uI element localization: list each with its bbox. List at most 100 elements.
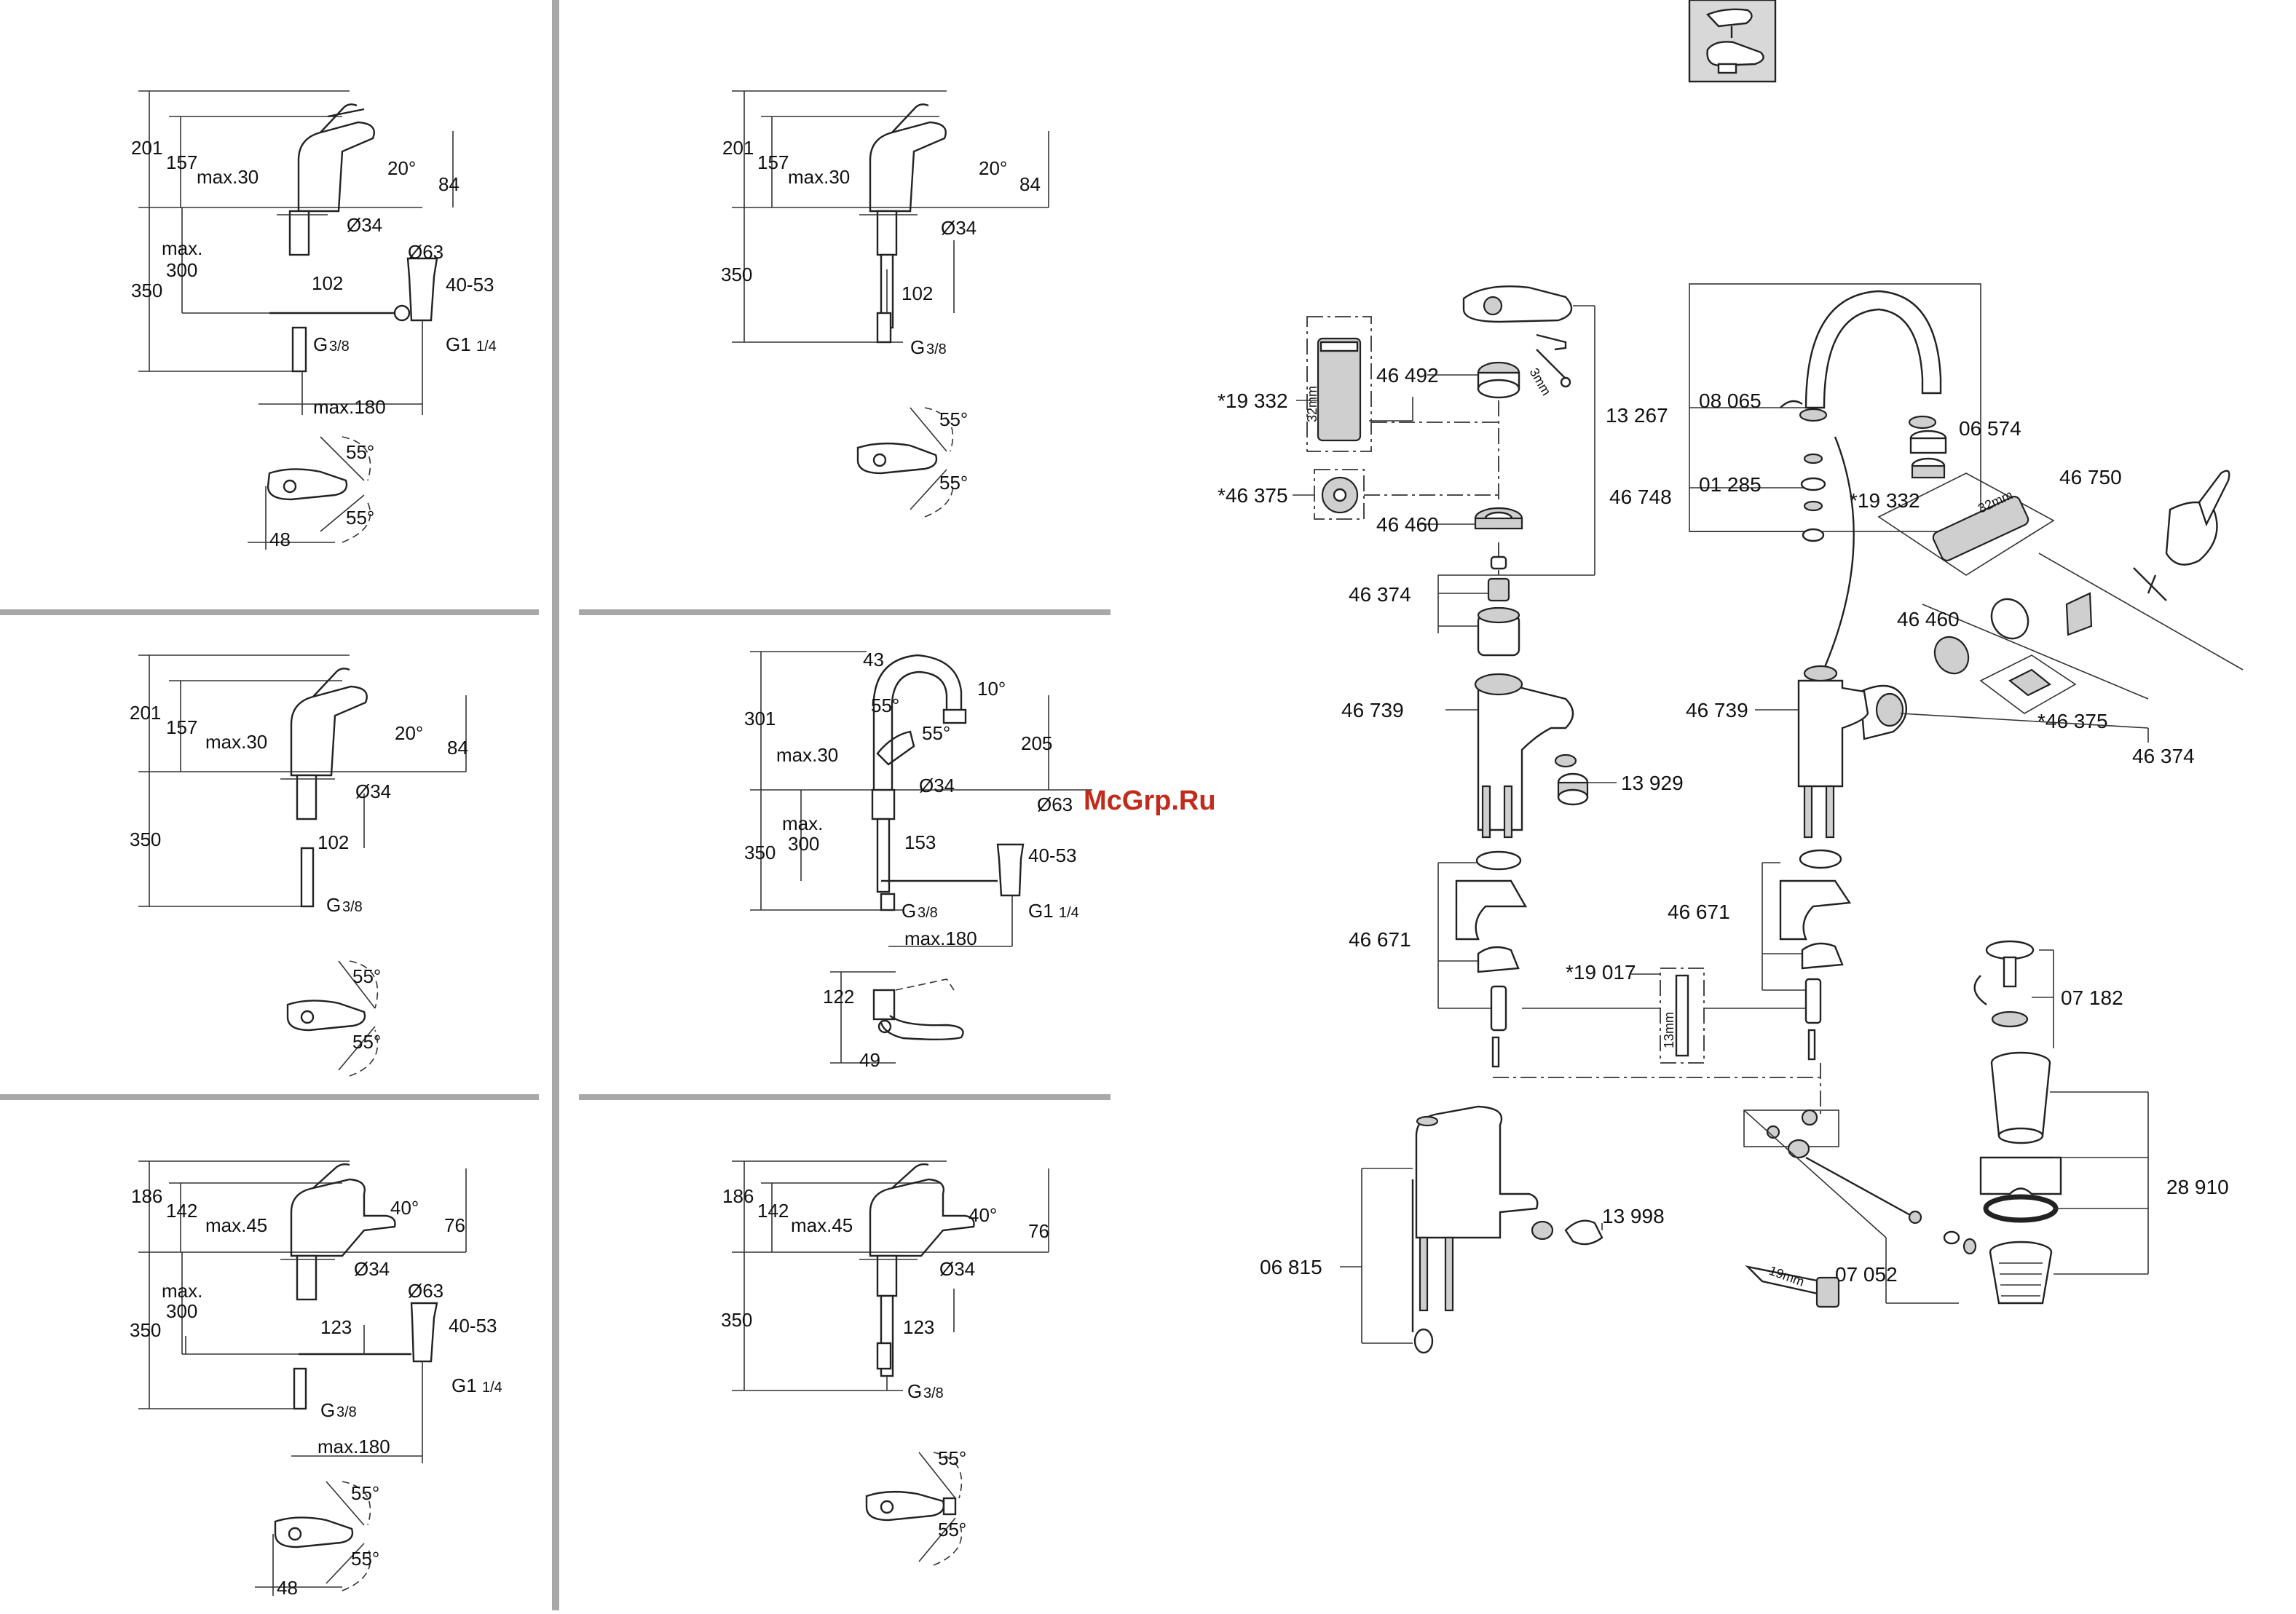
part-46375a: *46 375 [1218, 484, 1288, 507]
panel-bidet-mixer-no-waste: 186 142 max.45 40° 76 Ø34 350 123 G 3/8 … [721, 1160, 1049, 1566]
p3-h-total: 201 [130, 702, 161, 724]
p4-angle-swivel: 10° [977, 678, 1006, 700]
part-07182: 07 182 [2061, 986, 2123, 1009]
separator-left-1 [0, 609, 539, 615]
p4-dist: 153 [904, 831, 936, 853]
part-08065: 08 065 [1699, 389, 1762, 412]
p1-waste-range: 40-53 [446, 274, 494, 296]
p2-max-lever: max.30 [788, 166, 850, 188]
part-07052: 07 052 [1835, 1263, 1898, 1286]
part-46374a: 46 374 [1349, 583, 1411, 606]
p6-dia-base: Ø34 [939, 1258, 975, 1280]
part-46748: 46 748 [1609, 486, 1672, 508]
p4-max-depth-a: max. [782, 812, 823, 834]
p4-dia-waste: Ø63 [1037, 794, 1073, 815]
separator-mid-2 [579, 1094, 1110, 1100]
p4-angle-b: 55° [922, 722, 950, 744]
p2-lever-a: 55° [939, 408, 968, 430]
p5-max-depth-b: 300 [166, 1300, 197, 1322]
part-46460a: 46 460 [1376, 513, 1439, 536]
p3-max-lever: max.30 [205, 731, 267, 753]
p1-h-body: 157 [166, 151, 197, 173]
p1-offset: 48 [269, 529, 291, 550]
part-01285: 01 285 [1699, 473, 1762, 496]
part-46671b: 46 671 [1668, 901, 1730, 923]
p3-depth: 350 [130, 828, 161, 850]
p4-waste-range: 40-53 [1028, 844, 1077, 866]
p2-dist: 102 [902, 282, 933, 304]
separator-left-2 [0, 1094, 539, 1100]
p4-max-reach: max.180 [904, 927, 977, 949]
p1-dia-base: Ø34 [347, 214, 382, 236]
p6-h-body: 142 [757, 1200, 789, 1222]
p5-dia-waste: Ø63 [408, 1280, 443, 1302]
p1-h-total: 201 [131, 137, 162, 159]
p5-spout-h: 76 [444, 1214, 465, 1236]
vertical-separator [552, 0, 559, 1610]
p5-h-body: 142 [166, 1200, 197, 1222]
p5-dia-base: Ø34 [354, 1258, 390, 1280]
p1-thread: G [313, 333, 328, 355]
p1-angle-spout: 20° [387, 157, 416, 179]
part-46375b: *46 375 [2037, 710, 2108, 732]
part-28910: 28 910 [2166, 1176, 2229, 1198]
p4-dia-base: Ø34 [919, 775, 955, 796]
part-46492-mm: 3mm [1527, 365, 1554, 398]
p2-spout-h: 84 [1019, 173, 1041, 195]
panel-basin-mixer-no-waste: 201 157 max.30 20° 84 Ø34 350 102 G 3/8 … [721, 90, 1049, 518]
p6-lever-b: 55° [938, 1519, 966, 1540]
p4-thread-frac: 3/8 [918, 905, 938, 921]
p2-angle-spout: 20° [979, 157, 1007, 179]
p6-angle-spout: 40° [968, 1204, 997, 1226]
p6-depth: 350 [721, 1309, 752, 1331]
p3-dist: 102 [317, 831, 349, 853]
separator-mid-1 [579, 609, 1110, 615]
p5-waste-range: 40-53 [449, 1315, 497, 1337]
p1-waste-thread: G1 [446, 333, 471, 355]
p1-thread-frac: 3/8 [329, 339, 350, 355]
p1-max-depth-a: max. [162, 237, 202, 259]
p4-max-lever: max.30 [776, 744, 838, 766]
panel-high-spout-mixer: 301 43 10° 55° 55° 205 max.30 Ø34 Ø63 ma… [744, 649, 1092, 1071]
exploded-view-basin-mixer: 32mm *19 332 *46 375 3mm 46 492 46 460 [1218, 285, 1820, 1078]
tool-19017: 13mm *19 017 [1522, 961, 1806, 1064]
exploded-view-high-spout: 13 267 08 065 06 574 01 285 32mm *19 332… [1606, 283, 2244, 1114]
part-13267: 13 267 [1606, 404, 1668, 427]
p1-lever-b: 55° [346, 507, 374, 529]
part-19017-mm: 13mm [1662, 1012, 1676, 1048]
p5-waste-thread-frac: 1/4 [482, 1380, 502, 1396]
p2-h-total: 201 [722, 137, 754, 159]
p4-offset: 49 [859, 1049, 880, 1071]
p6-spout-h: 76 [1028, 1220, 1049, 1242]
p1-max-lever: max.30 [197, 166, 259, 188]
part-06815: 06 815 [1260, 1256, 1322, 1278]
panel-basin-mixer-with-waste: 201 157 max.30 20° 84 Ø34 Ø63 max. 300 3… [131, 90, 497, 550]
p6-h-total: 186 [722, 1185, 754, 1207]
p1-waste-thread-frac: 1/4 [476, 339, 497, 355]
part-46492: 46 492 [1376, 364, 1439, 387]
faucet-lever-icon [1688, 0, 1777, 83]
p4-h-total: 301 [744, 708, 776, 729]
p6-max-lever: max.45 [791, 1214, 853, 1236]
part-19017: *19 017 [1566, 961, 1636, 984]
p4-waste-thread: G1 [1028, 900, 1054, 922]
p5-offset: 48 [277, 1577, 298, 1599]
p5-lever-a: 55° [351, 1482, 379, 1504]
p4-max-depth-b: 300 [788, 833, 819, 855]
part-46739a: 46 739 [1341, 699, 1404, 721]
p5-waste-thread: G1 [451, 1374, 477, 1396]
p4-reach: 122 [823, 986, 854, 1008]
p3-spout-h: 84 [447, 737, 468, 759]
p1-lever-a: 55° [346, 441, 374, 463]
p1-dist: 102 [312, 272, 343, 294]
p6-thread-frac: 3/8 [923, 1385, 944, 1401]
part-13998: 13 998 [1602, 1205, 1665, 1227]
p5-dist: 123 [320, 1316, 352, 1338]
p1-spout-h: 84 [438, 173, 459, 195]
p5-lever-b: 55° [351, 1548, 379, 1570]
panel-bidet-mixer-with-waste: 186 142 max.45 40° 76 Ø34 Ø63 max. 300 3… [130, 1160, 502, 1599]
p3-h-body: 157 [166, 716, 197, 738]
p4-top-w: 43 [863, 649, 884, 670]
